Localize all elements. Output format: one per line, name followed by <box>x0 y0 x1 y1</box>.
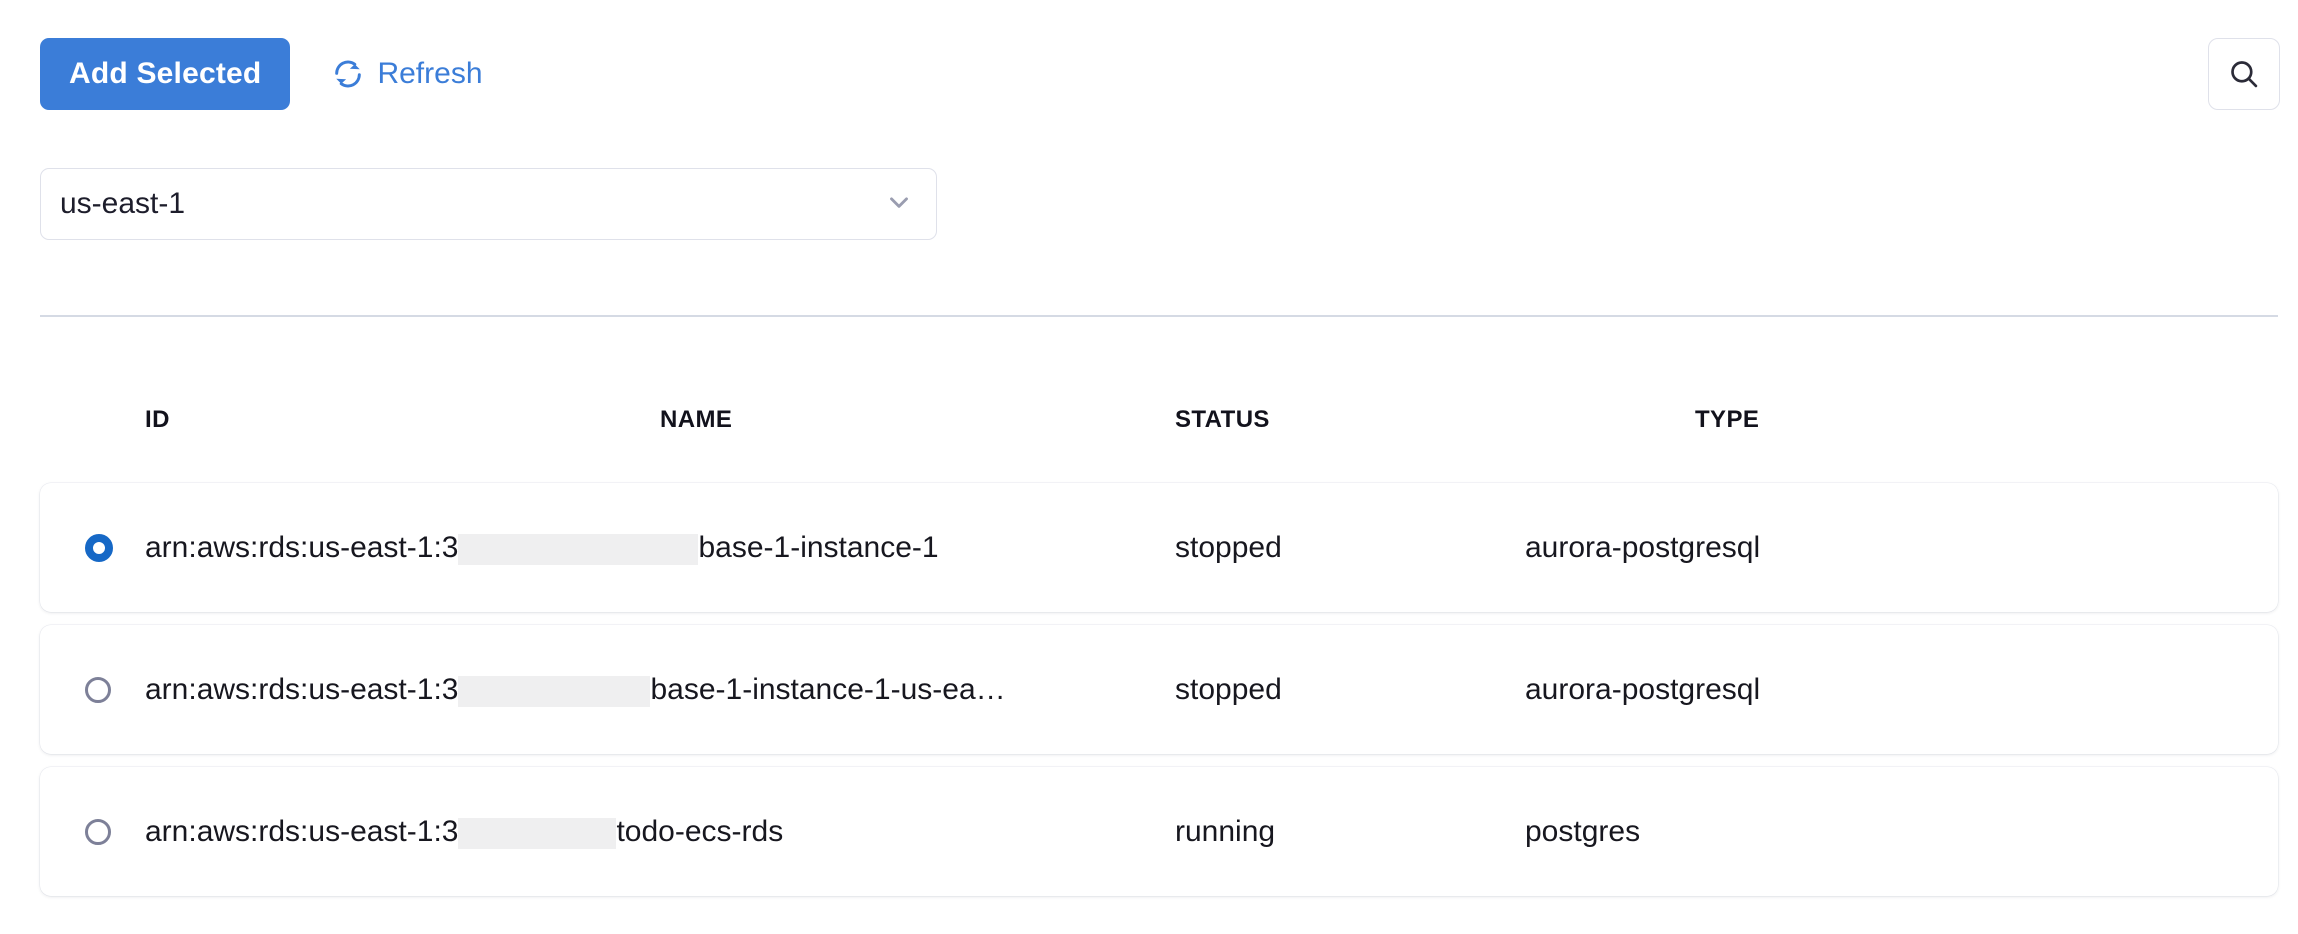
add-selected-button[interactable]: Add Selected <box>40 38 291 110</box>
table-row[interactable]: arn:aws:rds:us-east-1:3 base-1-instance-1… <box>40 625 2278 754</box>
row-select-cell <box>40 533 145 562</box>
row-id-cell: arn:aws:rds:us-east-1:3 base-1-instance-1 <box>145 531 1175 565</box>
table-row[interactable]: arn:aws:rds:us-east-1:3 base-1-instance-1… <box>40 483 2278 612</box>
toolbar: Add Selected Refresh <box>40 38 487 110</box>
row-id-suffix: todo-ecs-rds <box>616 814 784 848</box>
row-id-prefix: arn:aws:rds:us-east-1:3 <box>145 530 459 564</box>
table-header-name: NAME <box>660 406 733 433</box>
table-header-row: ID NAME STATUS TYPE <box>0 398 2298 442</box>
region-select-value: us-east-1 <box>60 187 186 220</box>
row-id-suffix: base-1-instance-1 <box>698 530 939 564</box>
sync-refresh-icon <box>332 58 364 90</box>
row-radio-button[interactable] <box>85 818 111 845</box>
row-id-cell: arn:aws:rds:us-east-1:3 base-1-instance-1… <box>145 673 1175 707</box>
row-id-prefix: arn:aws:rds:us-east-1:3 <box>145 814 459 848</box>
table-body: arn:aws:rds:us-east-1:3 base-1-instance-1… <box>0 483 2298 896</box>
table-header-id: ID <box>145 406 170 433</box>
row-status-cell: running <box>1175 814 1276 848</box>
row-id-redaction <box>458 817 617 849</box>
row-select-cell <box>40 818 145 845</box>
row-select-cell <box>40 676 145 703</box>
search-icon <box>2227 57 2261 91</box>
table-header-type: TYPE <box>1695 406 1760 433</box>
row-id-cell: arn:aws:rds:us-east-1:3 todo-ecs-rds <box>145 815 1175 849</box>
row-id-prefix: arn:aws:rds:us-east-1:3 <box>145 672 459 706</box>
row-id-redaction <box>458 675 651 707</box>
table-row[interactable]: arn:aws:rds:us-east-1:3 todo-ecs-rds runn… <box>40 767 2278 896</box>
row-id-redaction <box>458 533 699 565</box>
row-id-suffix: base-1-instance-1-us-ea… <box>650 672 1006 706</box>
row-radio-button[interactable] <box>85 533 113 562</box>
refresh-label: Refresh <box>377 57 483 90</box>
chevron-down-icon <box>884 187 914 222</box>
row-type-cell: aurora-postgresql <box>1525 530 1761 564</box>
row-status-cell: stopped <box>1175 530 1282 564</box>
row-type-cell: postgres <box>1525 814 1641 848</box>
row-type-cell: aurora-postgresql <box>1525 672 1761 706</box>
refresh-button[interactable]: Refresh <box>328 51 486 97</box>
search-button[interactable] <box>2208 38 2280 110</box>
region-select[interactable]: us-east-1 <box>40 168 937 240</box>
table-header-status: STATUS <box>1175 406 1270 433</box>
row-status-cell: stopped <box>1175 672 1282 706</box>
row-radio-button[interactable] <box>85 676 111 703</box>
resources-table: ID NAME STATUS TYPE arn:aws:rds:us-east-… <box>0 398 2298 909</box>
section-divider <box>40 315 2278 317</box>
